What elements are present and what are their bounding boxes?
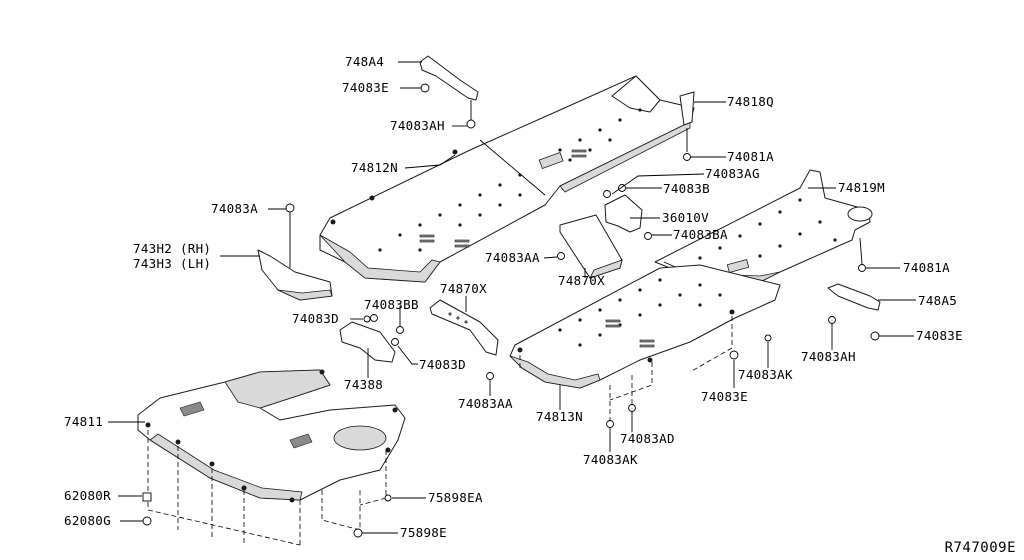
part-label: 74083AA [458,396,513,411]
part-label: 74083D [419,357,466,372]
part-label: 74083AH [390,118,445,133]
part-label: 74870X [558,273,605,288]
rail-74870X-lower [429,299,499,356]
front-floor-cover-74812N [319,75,695,283]
part-label: 74083B [663,181,710,196]
bracket-748A4 [419,55,479,129]
part-label: 36010V [662,210,709,225]
part-label: 62080G [64,513,111,528]
center-floor-cover-74813N [509,264,781,389]
part-label: 74083AG [705,166,760,181]
bracket-36010V [603,184,652,240]
part-label: 74083A [211,201,258,216]
part-label: 74819M [838,180,885,195]
part-label: 74083D [292,311,339,326]
part-label: 748A4 [345,54,385,69]
bracket-74388 [339,314,404,363]
leader-lines [108,61,916,534]
part-label: 74083AD [620,431,675,446]
diagram-code: R747009E [944,540,1016,556]
side-bracket-743H2-743H3 [257,203,333,301]
bracket-748A5 [827,283,881,341]
part-label: 74083BB [364,297,419,312]
part-label: 74083E [916,328,963,343]
part-label: 74083AA [485,250,540,265]
part-label: 74083E [342,80,389,95]
fasteners [142,252,772,538]
part-label: 74083BA [673,227,728,242]
part-label: 74870X [440,281,487,296]
part-label: 74388 [344,377,384,392]
part-label: 75898EA [428,490,483,505]
part-label: 748A5 [918,293,958,308]
part-label: 62080R [64,488,111,503]
part-label: 743H2 (RH) [133,241,212,256]
part-label: 74812N [351,160,398,175]
rail-74870X-upper [559,214,623,279]
part-label: 74083E [701,389,748,404]
part-label: 74083AH [801,349,856,364]
side-panel-74818Q [679,91,695,161]
part-label: 74813N [536,409,583,424]
part-label: 74083AK [738,367,793,382]
part-label: 74081A [903,260,950,275]
part-label: 74083AK [583,452,638,467]
part-label: 75898E [400,525,447,540]
part-label: 743H3 (LH) [133,256,212,271]
part-label: 74811 [64,414,104,429]
part-label: 74081A [727,149,774,164]
engine-under-cover-74811 [137,369,406,503]
part-label: 74818Q [727,94,774,109]
